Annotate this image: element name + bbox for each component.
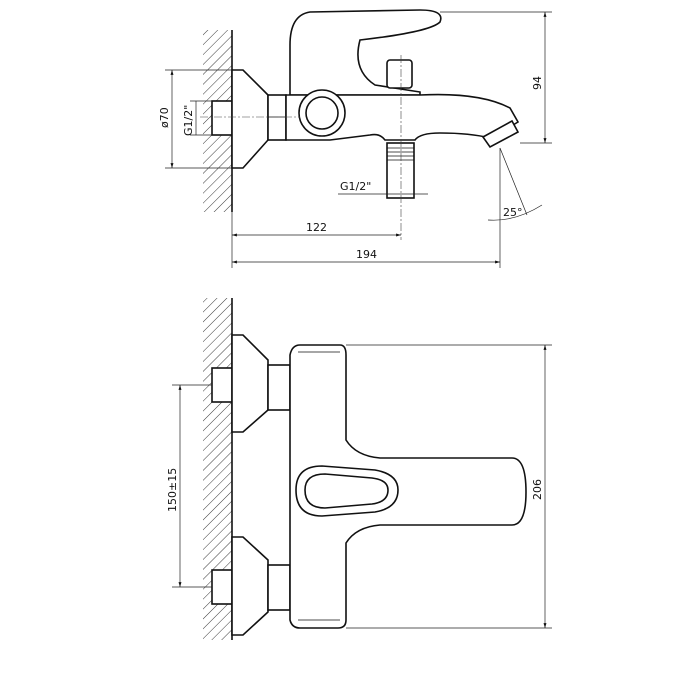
side-view: ø70 G1/2" G1/2" 122 194 25° 94 <box>158 9 552 268</box>
mixer-body <box>289 344 527 629</box>
inlet-pipe <box>211 100 233 136</box>
aerator <box>481 119 520 149</box>
total-height-label: 206 <box>531 479 544 500</box>
diverter-knob[interactable] <box>386 59 413 89</box>
lower-flange <box>231 536 269 636</box>
outlet-thread <box>387 147 414 161</box>
lever-handle[interactable] <box>289 9 442 96</box>
height-dim-label: 94 <box>531 76 544 90</box>
upper-inlet-pipe <box>211 367 233 403</box>
angle-arc <box>487 204 543 221</box>
inlet-spacing-label: 150±15 <box>166 468 179 512</box>
lower-nut <box>267 564 291 611</box>
lower-inlet-pipe <box>211 569 233 605</box>
upper-nut <box>267 364 291 411</box>
union-nut <box>267 94 287 141</box>
total-length-label: 194 <box>356 248 377 261</box>
spout-angle-label: 25° <box>503 206 523 219</box>
lever-inset <box>304 473 389 509</box>
wall-flange <box>231 69 269 169</box>
diverter-port-inner <box>305 96 339 130</box>
front-view: 150±15 206 <box>166 298 552 640</box>
upper-flange <box>231 334 269 433</box>
inlet-thread-label: G1/2" <box>182 105 195 136</box>
outlet-distance-label: 122 <box>306 221 327 234</box>
outlet-pipe <box>386 142 415 199</box>
outlet-thread-label: G1/2" <box>340 180 371 193</box>
flange-diameter-label: ø70 <box>158 107 171 128</box>
